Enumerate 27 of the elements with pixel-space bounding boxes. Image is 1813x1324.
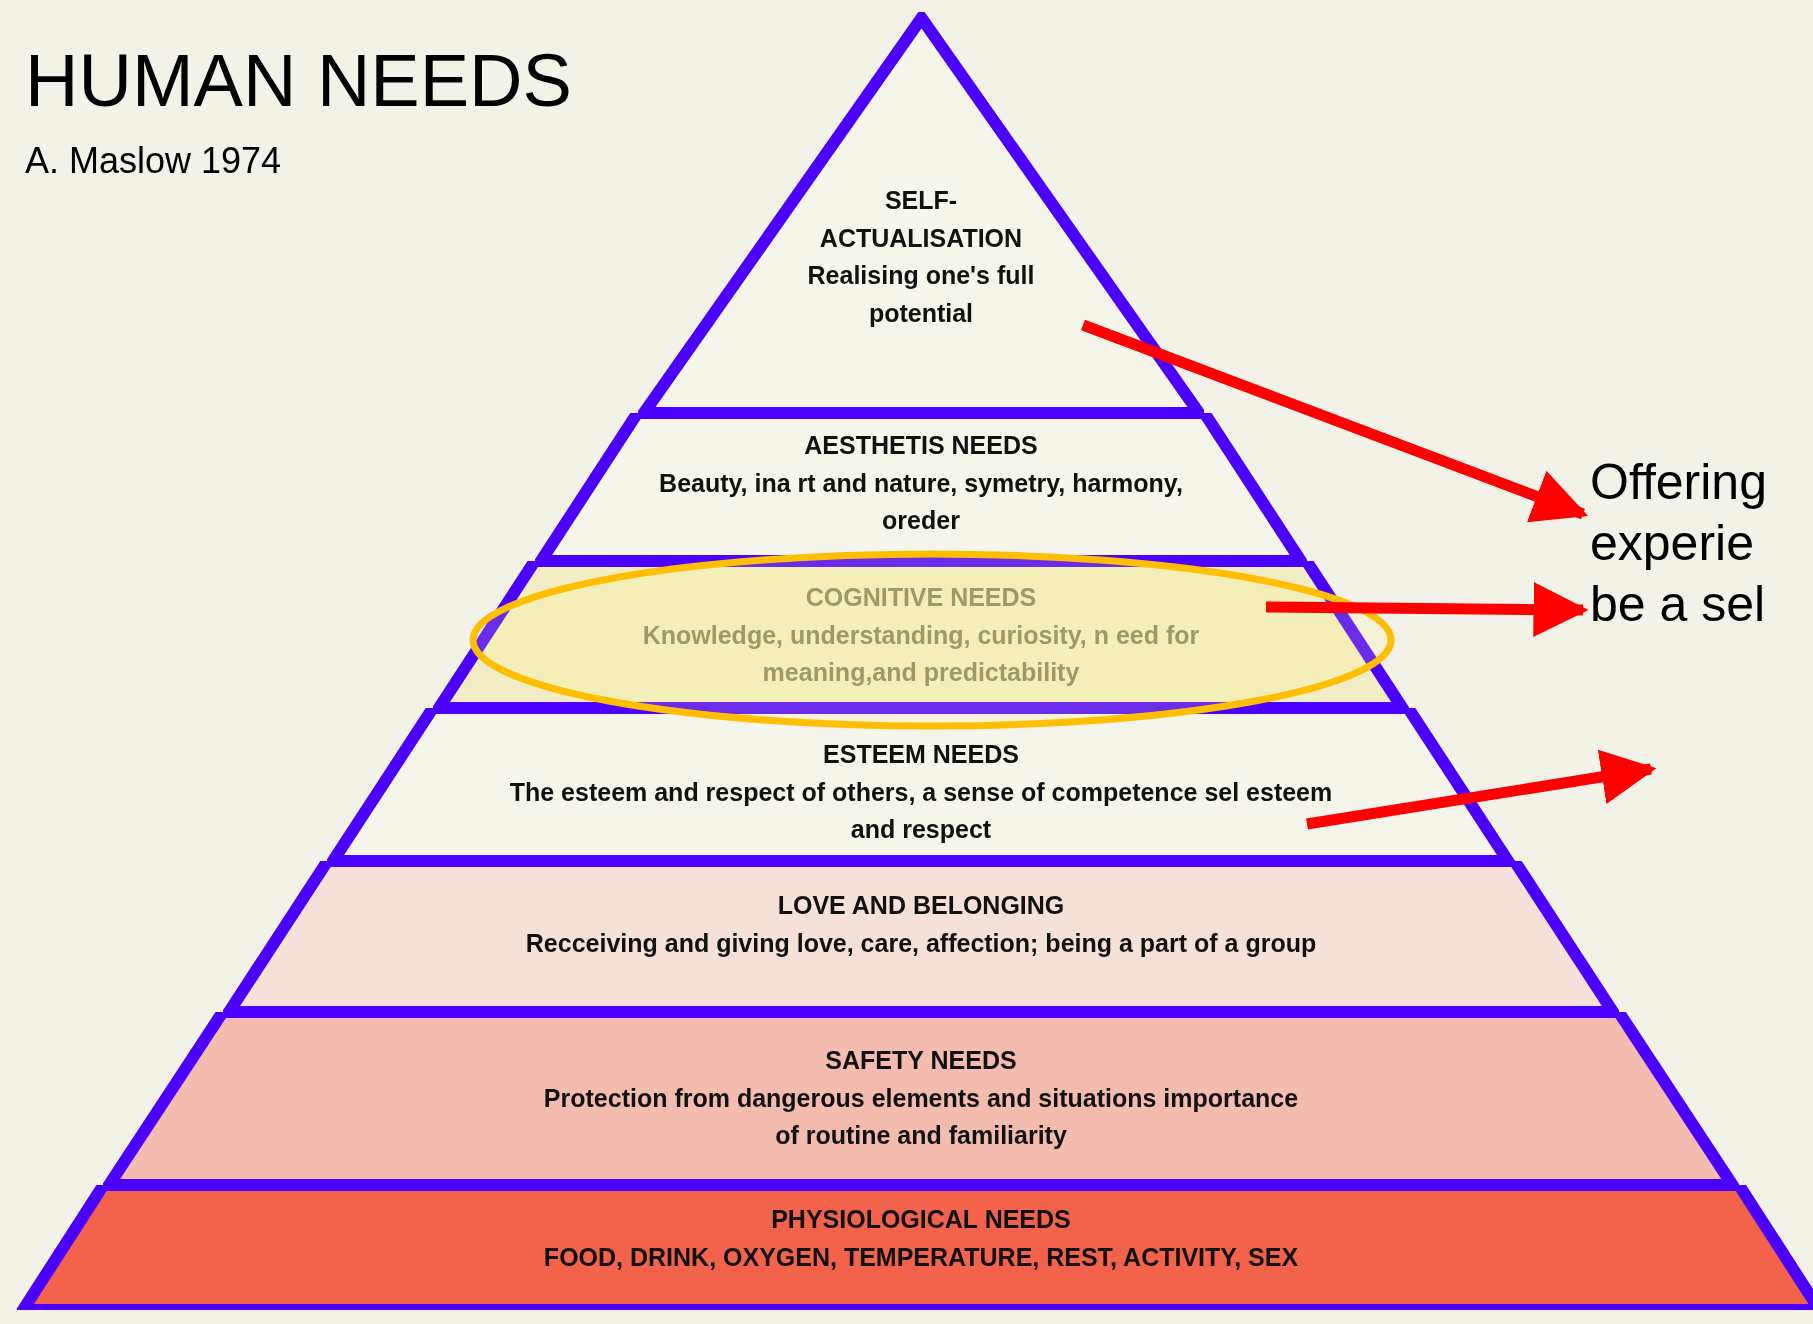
pyramid-tier — [327, 708, 1515, 861]
title: HUMAN NEEDS — [25, 38, 572, 123]
tier-description: Realising one's full potential — [806, 260, 1036, 329]
note-text: Offering experie be a sel — [1590, 452, 1805, 635]
pyramid-tier — [103, 1012, 1739, 1185]
arrow — [1265, 582, 1589, 638]
tier-description: Protection from dangerous elements and situations importance of routine and familiarity — [542, 1082, 1300, 1151]
tier-description: Recceiving and giving love, care, affection; being a part of a group — [525, 927, 1317, 959]
tier-heading: LOVE AND BELONGING — [777, 890, 1065, 921]
arrow — [1081, 319, 1589, 523]
tier-description: The esteem and respect of others, a sense of competence sel esteem and respect — [508, 776, 1334, 845]
pyramid-tier — [535, 413, 1307, 561]
author-label: A. Maslow 1974 — [25, 140, 282, 182]
tier-description: Knowledge, understanding, curiosity, n eed for meaning,and predictability — [641, 619, 1201, 688]
tier-heading: SAFETY NEEDS — [825, 1045, 1017, 1076]
arrow — [1306, 749, 1657, 830]
tier-heading: AESTHETIS NEEDS — [804, 430, 1038, 461]
tier-heading: PHYSIOLOGICAL NEEDS — [771, 1204, 1071, 1235]
tier-description: FOOD, DRINK, OXYGEN, TEMPERATURE, REST, ACTIVITY, SEX — [543, 1241, 1299, 1273]
tier-heading: SELF- ACTUALISATION — [818, 185, 1024, 254]
pyramid-tier — [433, 561, 1409, 708]
pyramid-tier — [223, 861, 1619, 1012]
pyramid-tier — [637, 12, 1205, 413]
tier-heading: ESTEEM NEEDS — [823, 739, 1019, 770]
pyramid-tier — [16, 1185, 1813, 1310]
tier-description: Beauty, ina rt and nature, symetry, harmony, oreder — [658, 467, 1184, 536]
tier-heading: COGNITIVE NEEDS — [805, 582, 1037, 613]
